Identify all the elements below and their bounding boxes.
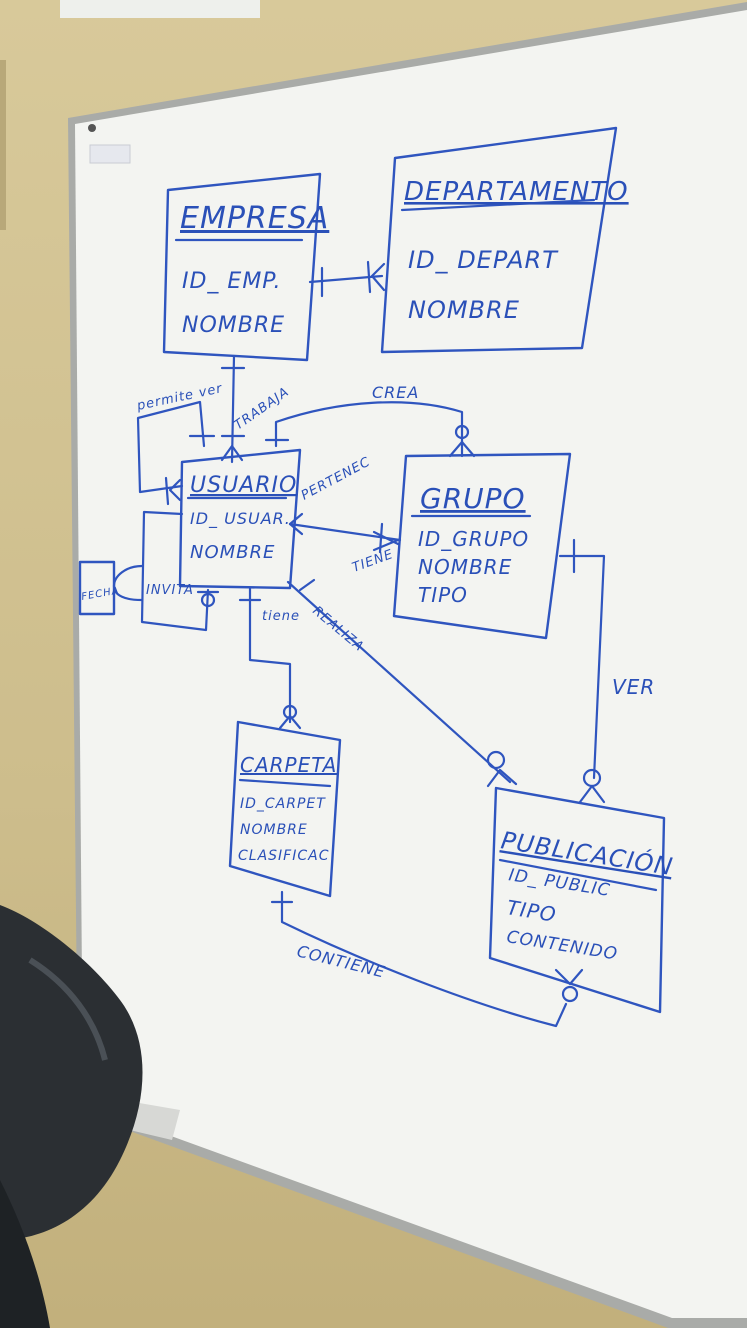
backpack: [0, 905, 143, 1240]
board-magnet: [88, 124, 96, 132]
entity-attr: ID_CARPET: [240, 796, 326, 812]
wall-edge: [0, 60, 6, 230]
backpack-strap: [0, 1180, 50, 1328]
ceiling-light: [60, 0, 260, 18]
entity-attr: ID_ EMP.: [182, 269, 282, 294]
entity-grupo: GRUPO ID_GRUPO NOMBRE TIPO: [392, 452, 572, 640]
entity-empresa: EMPRESA ID_ EMP. NOMBRE: [162, 172, 329, 362]
entity-title: USUARIO: [190, 473, 297, 498]
entity-attr: NOMBRE: [190, 542, 275, 563]
entity-attr: ID_ USUAR.: [190, 509, 291, 529]
whiteboard-surface: [75, 10, 747, 1318]
entity-title: EMPRESA: [180, 201, 329, 236]
entity-carpeta: CARPETA ID_CARPET NOMBRE CLASIFICAC: [228, 720, 342, 898]
relationship-label: VER: [612, 675, 655, 699]
relationship-label: tiene: [262, 609, 300, 624]
relationship-ver: VER: [558, 538, 655, 804]
backpack-zipper: [28, 957, 108, 1061]
entity-attr: CLASIFICAC: [238, 848, 329, 864]
entity-title: DEPARTAMENTO: [404, 177, 629, 207]
entity-title: GRUPO: [420, 482, 526, 515]
entity-attr: NOMBRE: [408, 296, 520, 324]
relationship-label: CREA: [372, 383, 419, 402]
entity-departamento: DEPARTAMENTO ID_ DEPART NOMBRE: [380, 126, 629, 354]
entity-attr: NOMBRE: [182, 313, 285, 338]
entity-title: CARPETA: [240, 753, 337, 777]
entity-usuario: USUARIO ID_ USUAR. NOMBRE: [178, 448, 302, 590]
entity-attr: TIPO: [418, 583, 468, 607]
entity-attr: NOMBRE: [418, 555, 512, 579]
relationship-empresa-departamento: [308, 260, 386, 298]
relationship-label: INVITA: [146, 583, 194, 598]
entity-attr: NOMBRE: [240, 822, 308, 838]
relationship-tiene-carpeta: tiene: [238, 586, 302, 730]
entity-attr: ID_GRUPO: [418, 527, 529, 551]
sticker-label: [89, 144, 131, 164]
entity-attr: ID_ DEPART: [408, 246, 559, 274]
relationship-crea: CREA: [264, 383, 476, 458]
